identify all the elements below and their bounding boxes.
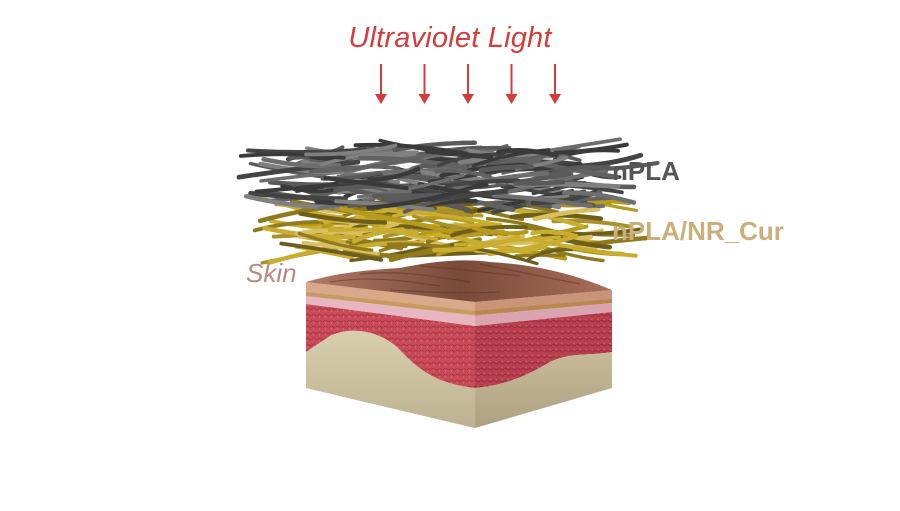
arrow-down-icon: [549, 64, 561, 104]
arrow-down-icon: [506, 64, 518, 104]
uv-arrows: [375, 64, 561, 104]
arrow-down-icon: [462, 64, 474, 104]
npla-nr-cur-label: nPLA/NR_Cur: [612, 216, 784, 247]
npla-label: nPLA: [612, 156, 680, 187]
skin-label: Skin: [246, 258, 297, 289]
arrow-down-icon: [419, 64, 431, 104]
uv-light-title: Ultraviolet Light: [0, 22, 900, 55]
arrow-down-icon: [375, 64, 387, 104]
npla-fiber: [516, 182, 563, 183]
skin-block: [306, 260, 612, 428]
